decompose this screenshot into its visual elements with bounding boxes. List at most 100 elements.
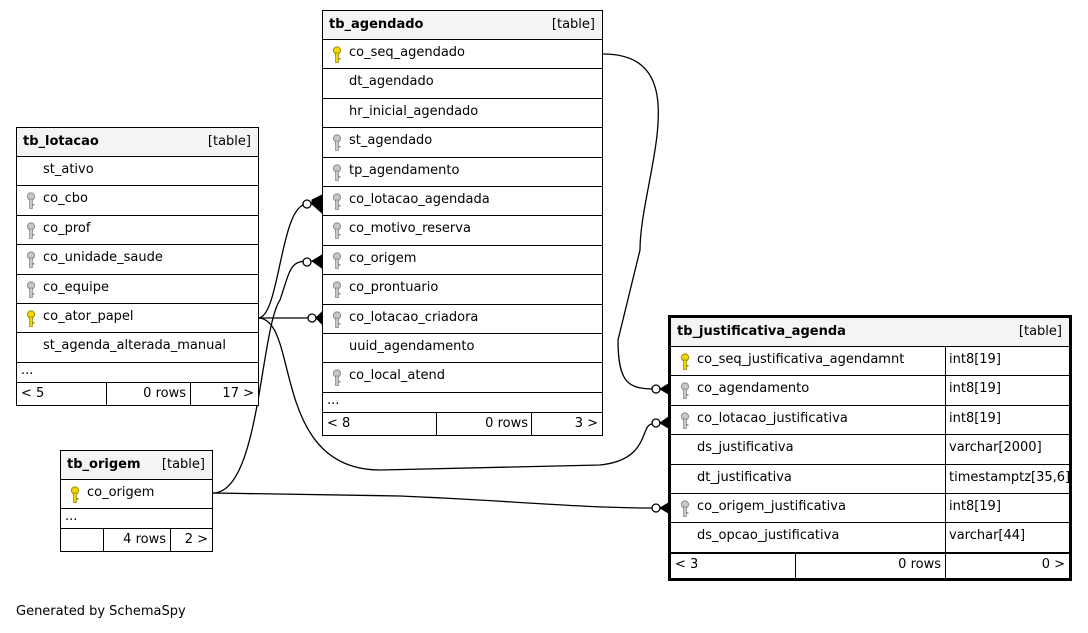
column-name: co_origem xyxy=(349,250,417,266)
table-tag: [table] xyxy=(551,17,595,32)
foreign-key-icon xyxy=(331,310,343,329)
table-footer: 4 rows 2 > xyxy=(61,529,212,552)
column-name: co_ator_papel xyxy=(43,308,134,324)
primary-key-icon xyxy=(25,310,37,328)
column-row[interactable]: co_lotacao_justificativa int8[19] xyxy=(671,405,1071,436)
parents-count[interactable]: < 3 xyxy=(675,556,699,572)
foreign-key-icon xyxy=(331,369,343,387)
column-row[interactable]: co_lotacao_criadora xyxy=(323,305,602,334)
column-row[interactable]: tp_agendamento xyxy=(323,158,602,187)
generated-by-credit: Generated by SchemaSpy xyxy=(16,604,186,619)
edge-agendado-justificativa xyxy=(602,53,659,390)
column-row[interactable]: co_seq_agendado xyxy=(323,40,602,70)
column-row[interactable]: dt_agendado xyxy=(323,69,602,99)
table-header: tb_origem [table] xyxy=(61,451,212,480)
edge-origem-agendado xyxy=(212,260,307,494)
column-name: dt_justificativa xyxy=(697,469,792,485)
edge-end-circle xyxy=(302,257,312,267)
column-name: co_prof xyxy=(43,220,91,236)
table-tb-agendado[interactable]: tb_agendado [table] co_seq_agendado dt_ag… xyxy=(322,10,603,436)
rows-count: 4 rows xyxy=(103,529,170,552)
foreign-key-icon xyxy=(25,280,37,299)
column-name: co_local_atend xyxy=(349,368,445,384)
column-row[interactable]: co_prof xyxy=(17,216,258,246)
foreign-key-icon xyxy=(331,222,343,240)
column-name: co_lotacao_justificativa xyxy=(697,410,848,426)
column-row[interactable]: co_prontuario xyxy=(323,275,602,305)
table-header: tb_agendado [table] xyxy=(323,11,602,40)
foreign-key-icon xyxy=(25,192,37,210)
column-name: ds_opcao_justificativa xyxy=(697,528,840,544)
children-count[interactable]: 17 > xyxy=(190,382,258,405)
column-row[interactable]: co_ator_papel xyxy=(17,304,258,334)
column-row[interactable]: co_lotacao_agendada xyxy=(323,187,602,217)
column-row[interactable]: uuid_agendamento xyxy=(323,334,602,364)
edge-lotacao-justificativa xyxy=(257,317,653,471)
column-row[interactable]: co_origem xyxy=(323,246,602,276)
column-row[interactable]: co_origem xyxy=(61,480,212,510)
column-name: co_agendamento xyxy=(697,381,810,397)
table-footer: < 3 0 rows 0 > xyxy=(671,552,1069,578)
column-row[interactable]: co_seq_justificativa_agendamnt int8[19] xyxy=(671,347,1071,377)
column-row[interactable]: st_agendado xyxy=(323,128,602,158)
edge-end-circle xyxy=(307,313,317,323)
primary-key-icon xyxy=(331,46,343,64)
column-type: int8[19] xyxy=(945,347,1071,376)
rows-count: 0 rows xyxy=(106,382,190,405)
children-count[interactable]: 3 > xyxy=(531,412,602,435)
column-name: co_seq_justificativa_agendamnt xyxy=(697,352,905,367)
children-count[interactable]: 0 > xyxy=(945,553,1069,578)
more-columns: ... xyxy=(61,509,212,530)
column-name: st_agendado xyxy=(349,133,433,149)
column-row[interactable]: ds_justificativa varchar[2000] xyxy=(671,435,1071,465)
column-row[interactable]: co_unidade_saude xyxy=(17,245,258,275)
column-name: hr_inicial_agendado xyxy=(349,103,479,119)
column-row[interactable]: st_ativo xyxy=(17,157,258,187)
column-name: co_prontuario xyxy=(349,280,439,296)
table-name: tb_lotacao xyxy=(23,134,99,149)
more-columns: ... xyxy=(323,393,602,413)
column-row[interactable]: co_local_atend xyxy=(323,363,602,393)
table-tb-justificativa-agenda[interactable]: tb_justificativa_agenda [table] co_seq_j… xyxy=(668,315,1072,581)
column-name: co_lotacao_criadora xyxy=(349,309,479,325)
table-tb-origem[interactable]: tb_origem [table] co_origem ... 4 rows 2… xyxy=(60,450,213,553)
column-type: int8[19] xyxy=(945,405,1071,435)
column-name: dt_agendado xyxy=(349,74,434,90)
foreign-key-icon xyxy=(331,193,343,211)
parents-count[interactable]: < 5 xyxy=(21,385,45,401)
rows-count: 0 rows xyxy=(795,553,945,578)
children-count[interactable]: 2 > xyxy=(170,529,212,552)
column-row[interactable]: st_agenda_alterada_manual xyxy=(17,333,258,363)
column-name: co_equipe xyxy=(43,279,109,295)
edge-end-circle xyxy=(651,503,661,513)
table-tag: [table] xyxy=(207,134,251,149)
column-name: co_lotacao_agendada xyxy=(349,191,490,207)
column-row[interactable]: co_motivo_reserva xyxy=(323,216,602,246)
foreign-key-icon xyxy=(679,500,691,518)
table-tag: [table] xyxy=(161,457,205,472)
table-tag: [table] xyxy=(1018,324,1062,339)
foreign-key-icon xyxy=(331,281,343,299)
parents-count[interactable]: < 8 xyxy=(327,415,351,431)
crow-foot xyxy=(311,254,323,269)
column-type: varchar[2000] xyxy=(945,435,1071,464)
column-row[interactable]: hr_inicial_agendado xyxy=(323,99,602,129)
column-row[interactable]: co_equipe xyxy=(17,275,258,304)
column-row[interactable]: co_cbo xyxy=(17,186,258,216)
table-tb-lotacao[interactable]: tb_lotacao [table] st_ativo co_cbo co_prof… xyxy=(16,127,259,406)
column-name: ds_justificativa xyxy=(697,440,794,456)
crow-foot xyxy=(311,194,323,215)
more-columns: ... xyxy=(17,363,258,383)
foreign-key-icon xyxy=(331,252,343,270)
edge-origem-justificativa xyxy=(212,492,653,509)
column-name: st_ativo xyxy=(43,162,94,177)
column-name: co_motivo_reserva xyxy=(349,221,471,237)
edge-end-circle xyxy=(651,384,661,394)
column-name: co_origem_justificativa xyxy=(697,498,846,514)
edge-lotacao-agendada xyxy=(257,203,308,319)
